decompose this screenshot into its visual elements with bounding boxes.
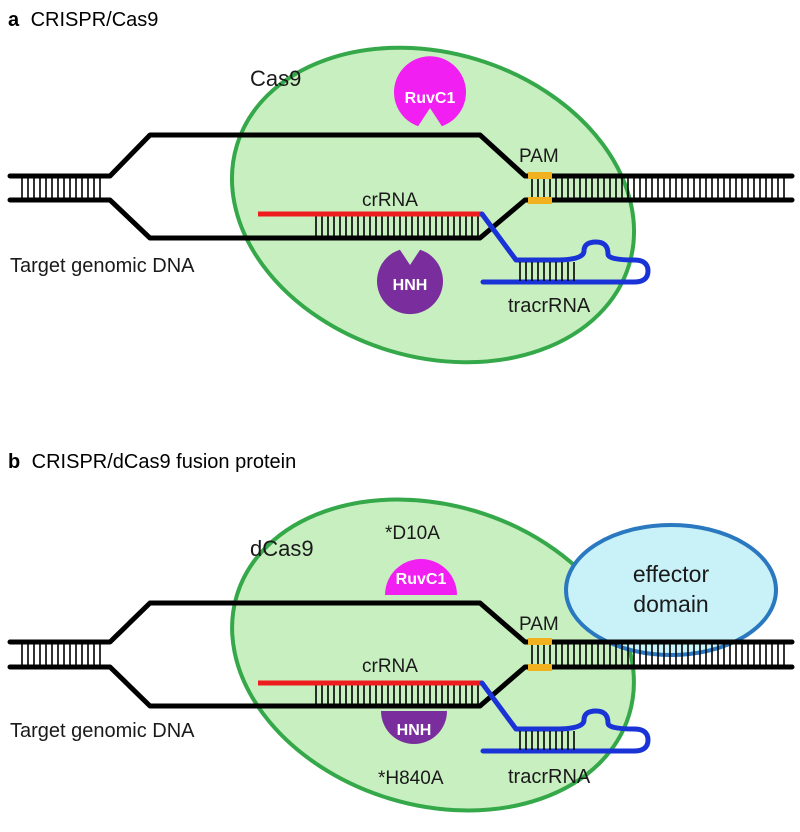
pam-mark-bottom (528, 197, 552, 204)
pam-label: PAM (519, 146, 559, 167)
hnh-label: HNH (397, 722, 432, 739)
hnh-domain (381, 711, 447, 744)
target-dna-label: Target genomic DNA (10, 720, 195, 742)
ruvc1-label: RuvC1 (396, 571, 447, 588)
hnh-label: HNH (393, 277, 428, 294)
tracrrna-strand (479, 680, 651, 754)
dna-bottom-strand (7, 664, 795, 709)
effector-label-line1: effector (633, 561, 710, 587)
crrna-dna-rungs (315, 216, 479, 237)
pam-mark-bottom (528, 664, 552, 671)
panel-a-letter: a (8, 9, 20, 31)
panel-b-title: b CRISPR/dCas9 fusion protein (8, 451, 296, 473)
target-dna-label: Target genomic DNA (10, 255, 195, 277)
panel-b-title-text: CRISPR/dCas9 fusion protein (32, 451, 297, 473)
d10a-mutation-label: *D10A (385, 523, 440, 544)
effector-label-line2: domain (633, 591, 708, 617)
cas9-label: Cas9 (250, 66, 301, 91)
panel-a: a CRISPR/Cas9 RuvC1 HNH Cas9 PAM crRNA T… (7, 9, 795, 365)
hnh-domain (377, 249, 444, 315)
crrna-label: crRNA (362, 656, 418, 677)
tracrrna-label: tracrRNA (508, 295, 591, 317)
pam-label: PAM (519, 614, 559, 635)
dna-right-rungs (531, 178, 785, 198)
dcas9-label: dCas9 (250, 536, 314, 561)
dna-right-rungs (531, 644, 785, 665)
h840a-mutation-label: *H840A (378, 768, 444, 789)
effector-domain (564, 523, 778, 657)
tracrrna-rungs (519, 262, 575, 281)
ruvc1-domain (385, 559, 457, 595)
tracrrna-label: tracrRNA (508, 766, 591, 788)
dna-left-rungs (21, 178, 101, 198)
ruvc1-domain (394, 56, 467, 127)
dna-top-strand (7, 132, 795, 179)
panel-b: b CRISPR/dCas9 fusion protein RuvC1 HNH … (7, 451, 795, 813)
crrna-label: crRNA (362, 190, 418, 211)
dcas9-protein (230, 497, 636, 813)
panel-a-title: a CRISPR/Cas9 (8, 9, 158, 31)
panel-b-letter: b (8, 451, 20, 473)
pam-mark-top (528, 172, 552, 179)
dna-left-rungs (21, 644, 101, 665)
pam-mark-top (528, 638, 552, 645)
panel-a-title-text: CRISPR/Cas9 (31, 9, 159, 31)
tracrrna-rungs (519, 731, 575, 750)
dna-bottom-strand (7, 197, 795, 241)
crrna-dna-rungs (315, 685, 479, 705)
tracrrna-strand (479, 211, 651, 285)
ruvc1-label: RuvC1 (405, 90, 456, 107)
dna-top-strand (7, 600, 795, 645)
